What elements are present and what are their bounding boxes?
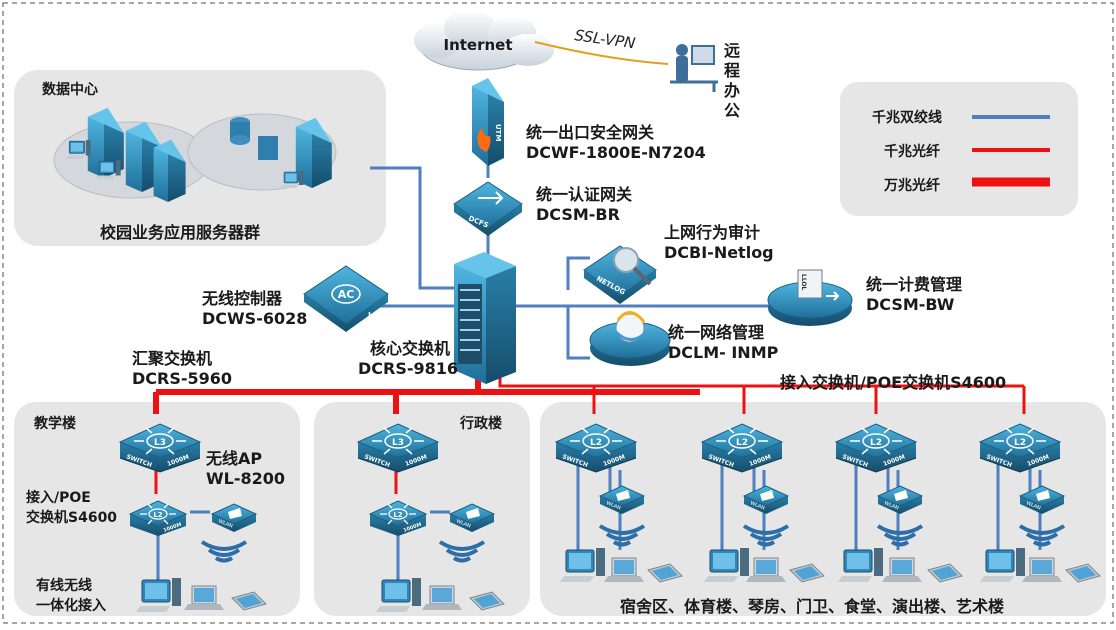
utm-model: DCWF-1800E-N7204 bbox=[526, 143, 706, 162]
svg-text:L3: L3 bbox=[368, 311, 379, 320]
admin-title: 行政楼 bbox=[459, 415, 502, 432]
teaching-wlan-ap-icon: WLAN bbox=[211, 503, 257, 533]
svg-text:AC: AC bbox=[338, 288, 355, 301]
teaching-ap-model: WL-8200 bbox=[206, 469, 285, 488]
core-switch-icon bbox=[454, 252, 516, 384]
svg-text:L3: L3 bbox=[154, 438, 166, 448]
svg-text:远: 远 bbox=[724, 41, 740, 60]
svg-text:L2: L2 bbox=[153, 511, 162, 519]
svg-text:WLAN: WLAN bbox=[455, 518, 471, 529]
access-title: 接入交换机/POE交换机S4600 bbox=[780, 373, 1006, 392]
fiber-10g-links bbox=[153, 372, 700, 414]
auth-model: DCSM-BR bbox=[536, 205, 620, 224]
teaching-wired-label-1: 有线无线 bbox=[36, 577, 92, 594]
internet-label: Internet bbox=[443, 36, 512, 54]
svg-text:L2: L2 bbox=[870, 438, 882, 448]
auth-name: 统一认证网关 bbox=[536, 185, 632, 204]
teaching-ap-name: 无线AP bbox=[205, 449, 262, 468]
dorm-caption: 宿舍区、体育楼、琴房、门卫、食堂、演出楼、艺术楼 bbox=[620, 597, 1004, 616]
auth-gateway-icon: DCFS bbox=[453, 181, 523, 236]
legend-fiber-label: 千兆光纤 bbox=[884, 143, 940, 160]
legend-fiber10g-label: 万兆光纤 bbox=[883, 177, 940, 194]
teaching-title: 教学楼 bbox=[34, 415, 76, 432]
agg-model: DCRS-5960 bbox=[132, 369, 232, 388]
remote-office-label: 远 程 办 公 bbox=[724, 41, 740, 120]
svg-text:L2: L2 bbox=[393, 511, 402, 519]
svg-text:程: 程 bbox=[724, 61, 740, 80]
admin-building-zone bbox=[314, 402, 530, 616]
svg-text:L2: L2 bbox=[1014, 438, 1026, 448]
vpn-link bbox=[534, 41, 669, 65]
teaching-access-label-2: 交换机S4600 bbox=[26, 509, 117, 526]
svg-text:L2: L2 bbox=[590, 438, 602, 448]
ac-controller-icon: AC L3 bbox=[303, 265, 389, 332]
svg-text:WLAN: WLAN bbox=[749, 500, 765, 511]
legend: 千兆双绞线 千兆光纤 万兆光纤 bbox=[872, 109, 1050, 194]
legend-copper-label: 千兆双绞线 bbox=[872, 109, 942, 126]
svg-text:LLOL: LLOL bbox=[800, 274, 807, 291]
netlog-audit-icon: NETLOG bbox=[583, 245, 657, 304]
svg-text:L3: L3 bbox=[392, 438, 404, 448]
servers-label: 校园业务应用服务器群 bbox=[100, 223, 260, 242]
svg-text:UTM: UTM bbox=[494, 124, 502, 141]
billing-model: DCSM-BW bbox=[866, 295, 955, 314]
core-model: DCRS-9816 bbox=[358, 359, 458, 378]
netmgmt-model: DCLM- INMP bbox=[668, 343, 779, 362]
svg-text:WLAN: WLAN bbox=[217, 518, 233, 529]
svg-text:公: 公 bbox=[724, 101, 740, 120]
netmgmt-name: 统一网络管理 bbox=[668, 323, 764, 342]
svg-text:WLAN: WLAN bbox=[1025, 500, 1041, 511]
ac-model: DCWS-6028 bbox=[202, 309, 307, 328]
teaching-access-label-1: 接入/POE bbox=[26, 489, 91, 506]
datacenter-title: 数据中心 bbox=[42, 81, 98, 98]
agg-name: 汇聚交换机 bbox=[132, 349, 212, 368]
ac-name: 无线控制器 bbox=[201, 289, 283, 308]
utm-gateway-icon: UTM bbox=[472, 78, 504, 166]
audit-name: 上网行为审计 bbox=[664, 223, 760, 242]
dorm-area-zone bbox=[540, 402, 1106, 616]
core-name: 核心交换机 bbox=[370, 339, 450, 358]
audit-model: DCBI-Netlog bbox=[664, 243, 774, 262]
network-management-icon bbox=[589, 311, 671, 366]
vpn-label: SSL-VPN bbox=[573, 26, 636, 52]
teaching-wired-label-2: 一体化接入 bbox=[36, 597, 106, 614]
dorm-block-1: L2 SWITCH 1000M WLAN bbox=[555, 423, 683, 583]
billing-name: 统一计费管理 bbox=[866, 275, 962, 294]
internet-cloud: Internet bbox=[414, 10, 554, 71]
svg-text:L2: L2 bbox=[736, 438, 748, 448]
server-group-right bbox=[187, 113, 337, 191]
svg-text:WLAN: WLAN bbox=[605, 500, 621, 511]
svg-text:WLAN: WLAN bbox=[883, 500, 899, 511]
svg-text:办: 办 bbox=[724, 81, 740, 100]
billing-server-icon: LLOL bbox=[767, 269, 853, 326]
admin-wlan-ap-icon: WLAN bbox=[449, 503, 495, 533]
remote-worker-icon bbox=[670, 44, 718, 92]
utm-name: 统一出口安全网关 bbox=[526, 123, 654, 142]
